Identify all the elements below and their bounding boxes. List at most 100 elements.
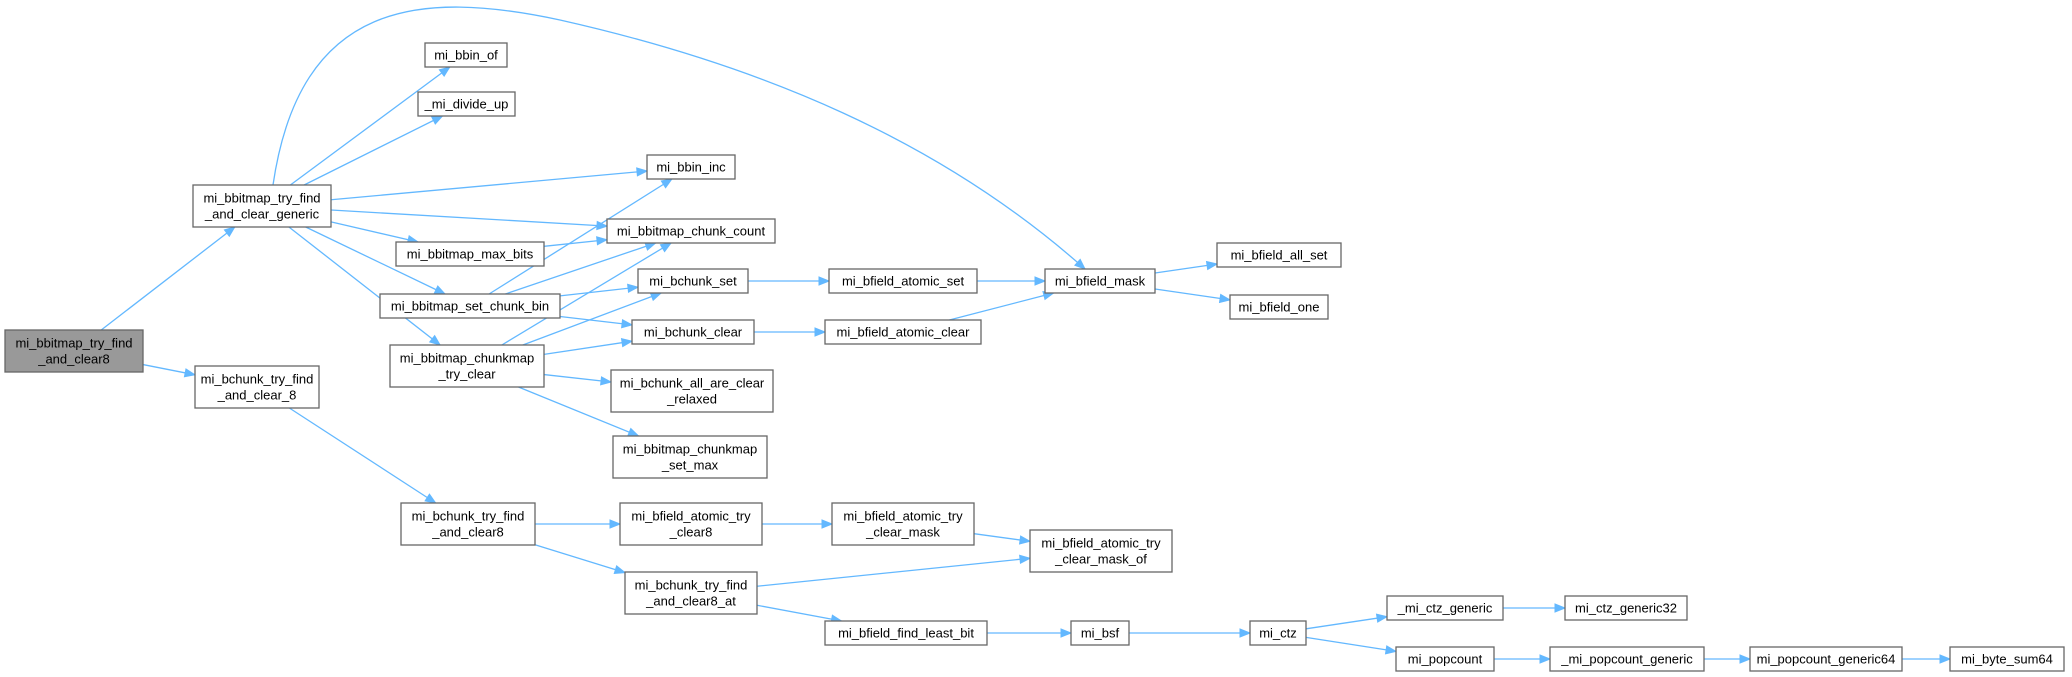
node-n17[interactable]: mi_bfield_all_set [1216, 242, 1342, 268]
node-box[interactable] [1044, 268, 1156, 294]
node-n11[interactable]: mi_bchunk_clear [631, 319, 755, 345]
node-label: _mi_divide_up [424, 97, 509, 112]
arrowhead-n26-n27 [1375, 613, 1389, 623]
node-n18[interactable]: mi_bfield_one [1229, 294, 1329, 320]
node-n8[interactable]: mi_bbitmap_set_chunk_bin [379, 293, 561, 319]
node-box[interactable] [395, 241, 545, 267]
node-n16[interactable]: mi_bfield_mask [1044, 268, 1156, 294]
node-n23[interactable]: mi_bchunk_try_find_and_clear8_at [624, 571, 758, 615]
node-box[interactable] [400, 502, 536, 546]
node-box[interactable] [824, 319, 982, 345]
edge-n2-n19 [288, 407, 437, 504]
arrowhead-n0-n1 [223, 226, 236, 238]
nodes-layer: mi_bbitmap_try_find_and_clear8mi_bbitmap… [4, 42, 2065, 672]
node-label: mi_bbitmap_max_bits [407, 247, 534, 262]
arrowhead-n1-n4 [430, 115, 444, 125]
node-box[interactable] [424, 42, 508, 68]
node-label: _mi_popcount_generic [1560, 652, 1693, 667]
node-n7[interactable]: mi_bbitmap_max_bits [395, 241, 545, 267]
node-n19[interactable]: mi_bchunk_try_find_and_clear8 [400, 502, 536, 546]
node-label: mi_bchunk_set [649, 274, 737, 289]
edge-n26-n27 [1305, 616, 1388, 630]
edge-n23-n22 [756, 557, 1031, 587]
arrowhead-n14-n16 [1034, 276, 1047, 286]
arrowhead-n9-n6 [659, 242, 673, 253]
node-label: mi_ctz [1259, 626, 1297, 641]
node-box[interactable] [192, 184, 332, 228]
node-box[interactable] [1395, 646, 1495, 672]
node-box[interactable] [824, 620, 988, 646]
node-box[interactable] [646, 154, 736, 180]
node-box[interactable] [1249, 620, 1307, 646]
node-n25[interactable]: mi_bsf [1070, 620, 1130, 646]
node-n12[interactable]: mi_bchunk_all_are_clear_relaxed [610, 369, 774, 413]
node-box[interactable] [624, 571, 758, 615]
node-n5[interactable]: mi_bbin_inc [646, 154, 736, 180]
arrowhead-n29-n30 [1539, 654, 1552, 664]
node-box[interactable] [828, 268, 978, 294]
node-box[interactable] [1029, 529, 1173, 573]
node-label: mi_popcount [1408, 652, 1483, 667]
node-box[interactable] [194, 365, 320, 409]
edge-n1-n4 [303, 115, 443, 186]
node-n26[interactable]: mi_ctz [1249, 620, 1307, 646]
node-n1[interactable]: mi_bbitmap_try_find_and_clear_generic [192, 184, 332, 228]
edge-n1-n9 [288, 226, 441, 346]
arrowhead-n27-n28 [1554, 603, 1567, 613]
node-n3[interactable]: mi_bbin_of [424, 42, 508, 68]
node-box[interactable] [1229, 294, 1329, 320]
node-n14[interactable]: mi_bfield_atomic_set [828, 268, 978, 294]
node-n4[interactable]: _mi_divide_up [417, 91, 516, 117]
node-box[interactable] [612, 435, 768, 479]
node-n24[interactable]: mi_bfield_find_least_bit [824, 620, 988, 646]
node-n22[interactable]: mi_bfield_atomic_try_clear_mask_of [1029, 529, 1173, 573]
node-box[interactable] [637, 268, 749, 294]
node-box[interactable] [606, 218, 776, 244]
node-label: mi_bfield_atomic_set [842, 274, 965, 289]
node-n29[interactable]: mi_popcount [1395, 646, 1495, 672]
node-n21[interactable]: mi_bfield_atomic_try_clear_mask [831, 502, 975, 546]
arrowhead-n9-n12 [600, 376, 613, 386]
arrowhead-n1-n9 [428, 334, 442, 346]
node-n10[interactable]: mi_bchunk_set [637, 268, 749, 294]
node-box[interactable] [619, 502, 763, 546]
node-box[interactable] [417, 91, 516, 117]
node-n27[interactable]: _mi_ctz_generic [1386, 595, 1504, 621]
node-n6[interactable]: mi_bbitmap_chunk_count [606, 218, 776, 244]
node-n31[interactable]: mi_popcount_generic64 [1749, 646, 1903, 672]
node-box[interactable] [1564, 595, 1688, 621]
node-n28[interactable]: mi_ctz_generic32 [1564, 595, 1688, 621]
node-n13[interactable]: mi_bbitmap_chunkmap_set_max [612, 435, 768, 479]
node-label: _clear_mask_of [1054, 552, 1147, 567]
node-box[interactable] [1216, 242, 1342, 268]
node-n9[interactable]: mi_bbitmap_chunkmap_try_clear [389, 344, 545, 388]
node-label: mi_bfield_one [1239, 300, 1320, 315]
node-box[interactable] [389, 344, 545, 388]
node-n0[interactable]: mi_bbitmap_try_find_and_clear8 [4, 329, 144, 373]
node-label: mi_ctz_generic32 [1575, 601, 1677, 616]
node-box[interactable] [1749, 646, 1903, 672]
arrowhead-n9-n11 [620, 338, 634, 348]
node-box[interactable] [379, 293, 561, 319]
node-box[interactable] [4, 329, 144, 373]
node-box[interactable] [1949, 646, 2065, 672]
node-box[interactable] [831, 502, 975, 546]
node-box[interactable] [631, 319, 755, 345]
node-n15[interactable]: mi_bfield_atomic_clear [824, 319, 982, 345]
node-label: mi_bbitmap_try_find [15, 336, 132, 351]
node-n2[interactable]: mi_bchunk_try_find_and_clear_8 [194, 365, 320, 409]
node-label: mi_bbin_inc [656, 160, 726, 175]
node-label: mi_byte_sum64 [1961, 652, 2053, 667]
arrowhead-n7-n6 [596, 236, 609, 246]
node-box[interactable] [1386, 595, 1504, 621]
arrowhead-n10-n14 [818, 276, 831, 286]
node-label: mi_bchunk_all_are_clear [620, 376, 765, 391]
node-box[interactable] [1070, 620, 1130, 646]
node-box[interactable] [1549, 646, 1705, 672]
node-box[interactable] [610, 369, 774, 413]
node-n20[interactable]: mi_bfield_atomic_try_clear8 [619, 502, 763, 546]
node-label: mi_bfield_mask [1055, 274, 1146, 289]
arrowhead-n19-n20 [609, 519, 622, 529]
node-n30[interactable]: _mi_popcount_generic [1549, 646, 1705, 672]
node-n32[interactable]: mi_byte_sum64 [1949, 646, 2065, 672]
